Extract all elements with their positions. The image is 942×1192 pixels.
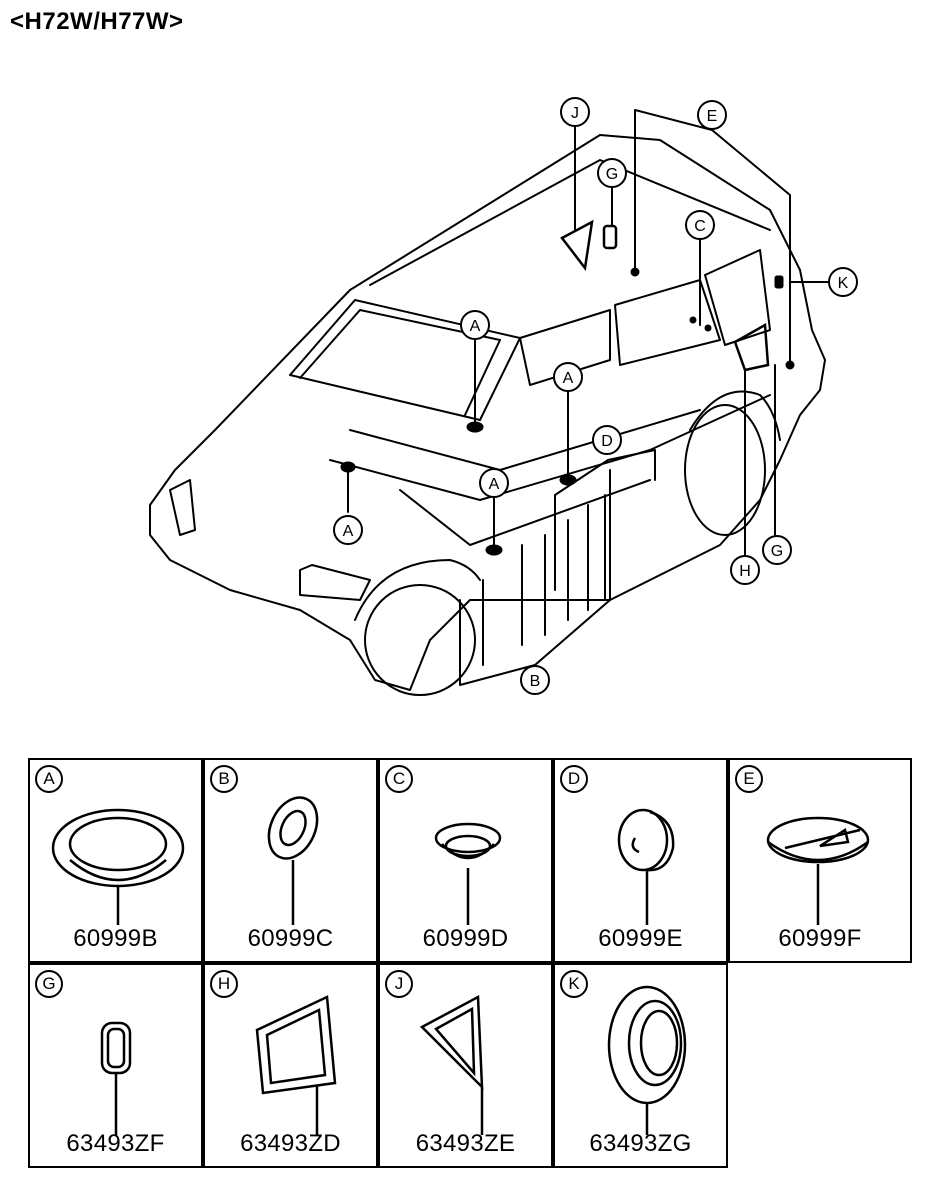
grommet-j-illustration [419,994,484,1135]
grommet-k [774,275,784,289]
grommet-a-illustration [51,808,185,925]
part-number: 63493ZD [240,1130,341,1157]
part-number: 60999E [598,925,683,952]
callout-c: C [685,210,715,240]
callout-a-low: A [479,468,509,498]
part-cell-a: A 60999B [28,758,203,963]
part-number: 63493ZF [66,1130,165,1157]
svg-text:A: A [470,318,481,335]
part-cell-d: D 60999E [553,758,728,963]
grommet-c-1 [689,316,697,324]
part-number: 60999D [422,925,509,952]
grommet-c-illustration [434,822,502,925]
callout-a-leaders [347,339,569,549]
headlight [299,564,371,601]
part-letter: G [35,970,63,998]
center-line [349,409,701,471]
grommet-e-1 [630,267,640,277]
part-cell-h: H 63493ZD [203,963,378,1168]
part-cell-k: K 63493ZG [553,963,728,1168]
svg-text:A: A [489,476,500,493]
roof-line [369,159,771,286]
rear-wheel [684,404,766,536]
grommet-g-illustration [100,1021,132,1135]
grille [169,479,196,536]
svg-text:K: K [838,275,849,292]
part-letter: K [560,970,588,998]
callout-g-top: G [597,158,627,188]
svg-text:E: E [707,108,718,125]
part-number: 60999B [73,925,158,952]
part-number: 60999F [778,925,862,952]
svg-text:C: C [694,218,706,235]
callout-a-mid: A [553,362,583,392]
callout-k: K [828,267,858,297]
part-number: 63493ZE [415,1130,516,1157]
callout-j: J [560,97,590,127]
grommet-h-shape [733,322,770,372]
callout-e-frame [634,109,791,366]
part-cell-g: G 63493ZF [28,963,203,1168]
front-wheel-arch [354,559,481,621]
part-cell-b: B 60999C [203,758,378,963]
vehicle-diagram: J G E C K A A D [149,97,858,696]
diagram-title: <H72W/H77W> [10,8,184,35]
callout-e: E [697,100,727,130]
part-cell-j: J 63493ZE [378,963,553,1168]
vehicle-body-outline [149,134,826,691]
callout-h: H [730,555,760,585]
parts-grid: A 60999B B 60999C C [28,758,912,1170]
side-window-front [519,309,611,386]
callout-b: B [520,665,550,695]
part-number: 60999C [247,925,334,952]
sill-line [399,479,651,546]
callout-a-left: A [333,515,363,545]
part-letter: E [735,765,763,793]
grommet-c-2 [704,324,712,332]
part-letter: J [385,970,413,998]
svg-text:J: J [571,105,579,122]
grommet-h-illustration [255,995,337,1135]
part-letter: A [35,765,63,793]
callout-d: D [592,425,622,455]
svg-text:A: A [343,523,354,540]
part-letter: B [210,765,238,793]
grommet-a-2 [559,474,577,486]
grommet-a-4 [340,461,356,473]
grommet-e-illustration [766,816,870,925]
part-cell-e: E 60999F [728,758,912,963]
svg-text:H: H [739,563,751,580]
part-letter: C [385,765,413,793]
grommet-j-shape [560,219,594,272]
side-window-rear [614,279,721,366]
callout-g-right: G [762,535,792,565]
rear-window [704,249,771,346]
grommet-e-2 [785,360,795,370]
grommet-g-shape [602,224,618,250]
grommet-d-illustration [617,808,675,925]
windshield-inner [299,309,501,416]
svg-text:B: B [530,673,541,690]
part-letter: D [560,765,588,793]
svg-text:D: D [601,433,613,450]
callout-a-top: A [460,310,490,340]
svg-text:G: G [606,166,618,183]
part-cell-c: C 60999D [378,758,553,963]
part-number: 63493ZG [589,1130,692,1157]
grommet-k-illustration [607,985,687,1135]
grommet-b-illustration [267,796,319,925]
svg-text:G: G [771,543,783,560]
grommet-a-3 [485,544,503,556]
callout-b-leaders [482,494,606,666]
callout-d-frame [554,449,656,591]
grommet-a-1 [466,421,484,433]
front-wheel [364,584,476,696]
part-letter: H [210,970,238,998]
svg-text:A: A [563,370,574,387]
